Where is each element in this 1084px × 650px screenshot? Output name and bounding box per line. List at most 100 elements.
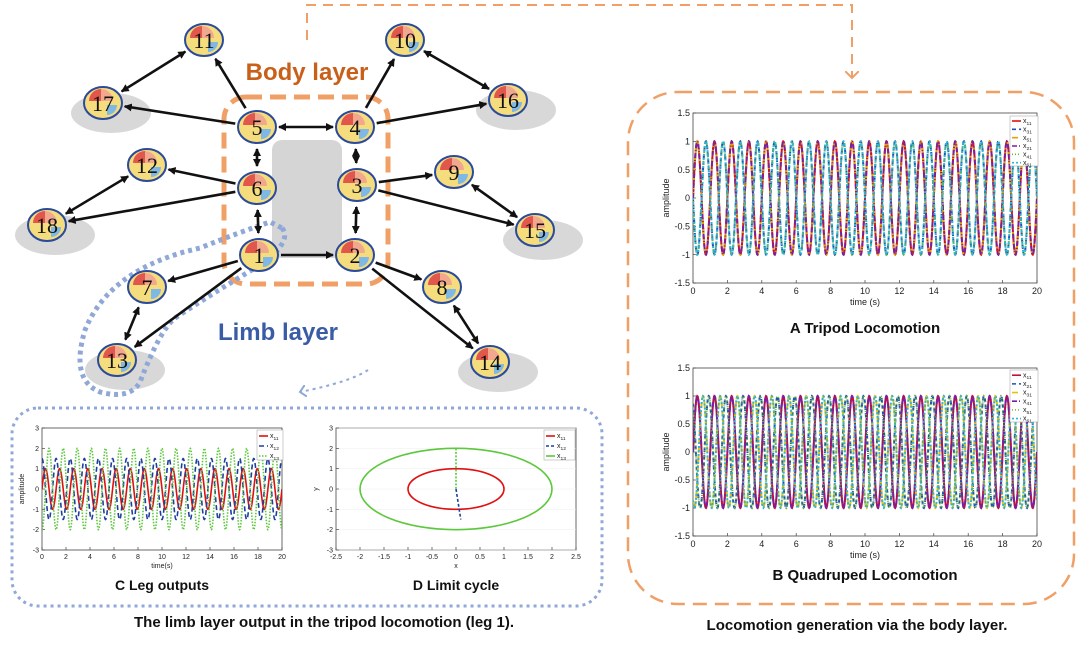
chart-C-xtick-3: 6	[112, 554, 116, 561]
chart-D-ytick-4: 1	[329, 466, 333, 473]
chart-B-ytick-2: -0.5	[674, 475, 690, 485]
chart-B-xtick-3: 6	[794, 539, 799, 549]
chart-C-xtick-9: 18	[254, 554, 262, 561]
node-label-6: 6	[252, 176, 263, 201]
chart-C-xtick-8: 16	[230, 554, 238, 561]
node-label-10: 10	[394, 28, 416, 53]
chart-A-xtick-2: 4	[759, 286, 764, 296]
chart-B-ytick-1: -1	[682, 503, 690, 513]
node-7: 7	[128, 271, 166, 303]
chart-A-xtick-7: 14	[929, 286, 939, 296]
chart-A-ytick-3: 0	[685, 193, 690, 203]
chart-C-ytick-4: 1	[35, 466, 39, 473]
chart-D-ytick-1: -2	[327, 527, 333, 534]
chart-A-ytick-2: -0.5	[674, 221, 690, 231]
chart-C-ytick-6: 3	[35, 425, 39, 432]
chart-A-ytick-1: -1	[682, 250, 690, 260]
chart-B-xtick-6: 12	[894, 539, 904, 549]
chart-B-panel-label: B	[773, 567, 788, 584]
node-16: 16	[489, 84, 527, 116]
node-5: 5	[238, 111, 276, 143]
node-label-13: 13	[106, 348, 128, 373]
edge-3-9	[379, 175, 432, 182]
node-13: 13	[98, 344, 136, 376]
chart-C-xtick-1: 2	[64, 554, 68, 561]
chart-A-xtick-5: 10	[860, 286, 870, 296]
edge-3-2	[356, 207, 357, 233]
chart-C-ytick-3: 0	[35, 486, 39, 493]
chart-D-xtick-1: -2	[357, 554, 363, 561]
node-label-1: 1	[254, 243, 265, 268]
chart-B-ytick-3: 0	[685, 447, 690, 457]
chart-D-ytick-0: -3	[327, 547, 333, 554]
chart-B-xtick-5: 10	[860, 539, 870, 549]
node-label-12: 12	[136, 153, 158, 178]
node-10: 10	[386, 24, 424, 56]
chart-C-ylabel: amplitude	[19, 474, 26, 504]
edge-9-15	[472, 185, 517, 217]
node-label-15: 15	[524, 218, 546, 243]
chart-B-ylabel: amplitude	[661, 432, 671, 471]
chart-A-xtick-10: 20	[1032, 286, 1042, 296]
node-12: 12	[128, 149, 166, 181]
node-label-3: 3	[352, 173, 363, 198]
chart-D-ytick-3: 0	[329, 486, 333, 493]
chart-A-title: A Tripod Locomotion	[790, 320, 940, 337]
node-label-4: 4	[350, 115, 361, 140]
node-15: 15	[516, 214, 554, 246]
chart-C-xtick-6: 12	[182, 554, 190, 561]
chart-D-xlabel: x	[454, 563, 458, 570]
chart-B-xtick-2: 4	[759, 539, 764, 549]
edge-11-17	[122, 52, 186, 92]
chart-B-xtick-4: 8	[828, 539, 833, 549]
chart-D-ytick-5: 2	[329, 446, 333, 453]
edge-5-11	[215, 59, 245, 108]
chart-D-xtick-8: 1.5	[523, 554, 533, 561]
chart-A-xtick-8: 16	[963, 286, 973, 296]
edge-10-16	[424, 51, 489, 89]
chart-D-ylabel: y	[313, 487, 320, 491]
chart-A-xtick-1: 2	[725, 286, 730, 296]
node-14: 14	[471, 346, 509, 378]
node-label-14: 14	[479, 350, 501, 375]
node-label-11: 11	[193, 28, 214, 53]
chart-D-xtick-7: 1	[502, 554, 506, 561]
node-9: 9	[435, 156, 473, 188]
chart-D-xtick-2: -1.5	[378, 554, 390, 561]
node-label-5: 5	[252, 115, 263, 140]
caption-right: Locomotion generation via the body layer…	[707, 617, 1008, 634]
limb-layer-label: Limb layer	[218, 319, 338, 346]
chart-B-xlabel: time (s)	[850, 550, 880, 560]
node-label-9: 9	[449, 160, 460, 185]
node-3: 3	[338, 169, 376, 201]
edge-4-16	[377, 104, 487, 123]
chart-B-ytick-6: 1.5	[677, 363, 690, 373]
chart-D-xtick-6: 0.5	[475, 554, 485, 561]
node-label-8: 8	[437, 275, 448, 300]
chart-B-xtick-1: 2	[725, 539, 730, 549]
edge-7-13	[125, 307, 138, 339]
chart-A-ytick-6: 1.5	[677, 108, 690, 118]
chart-D-xtick-9: 2	[550, 554, 554, 561]
chart-D-xtick-10: 2.5	[571, 554, 581, 561]
chart-B-xtick-0: 0	[690, 539, 695, 549]
node-11: 11	[185, 24, 223, 56]
body-layer-label: Body layer	[246, 59, 369, 86]
chart-D-xtick-5: 0	[454, 554, 458, 561]
chart-D-panel-label: D	[413, 577, 427, 593]
chart-C-xtick-4: 8	[136, 554, 140, 561]
chart-B-xtick-9: 18	[998, 539, 1008, 549]
node-1: 1	[240, 239, 278, 271]
node-6: 6	[238, 172, 276, 204]
chart-A-ytick-4: 0.5	[677, 165, 690, 175]
chart-A-ylabel: amplitude	[661, 178, 671, 217]
node-label-7: 7	[142, 275, 153, 300]
chart-C-ytick-1: -2	[33, 527, 39, 534]
